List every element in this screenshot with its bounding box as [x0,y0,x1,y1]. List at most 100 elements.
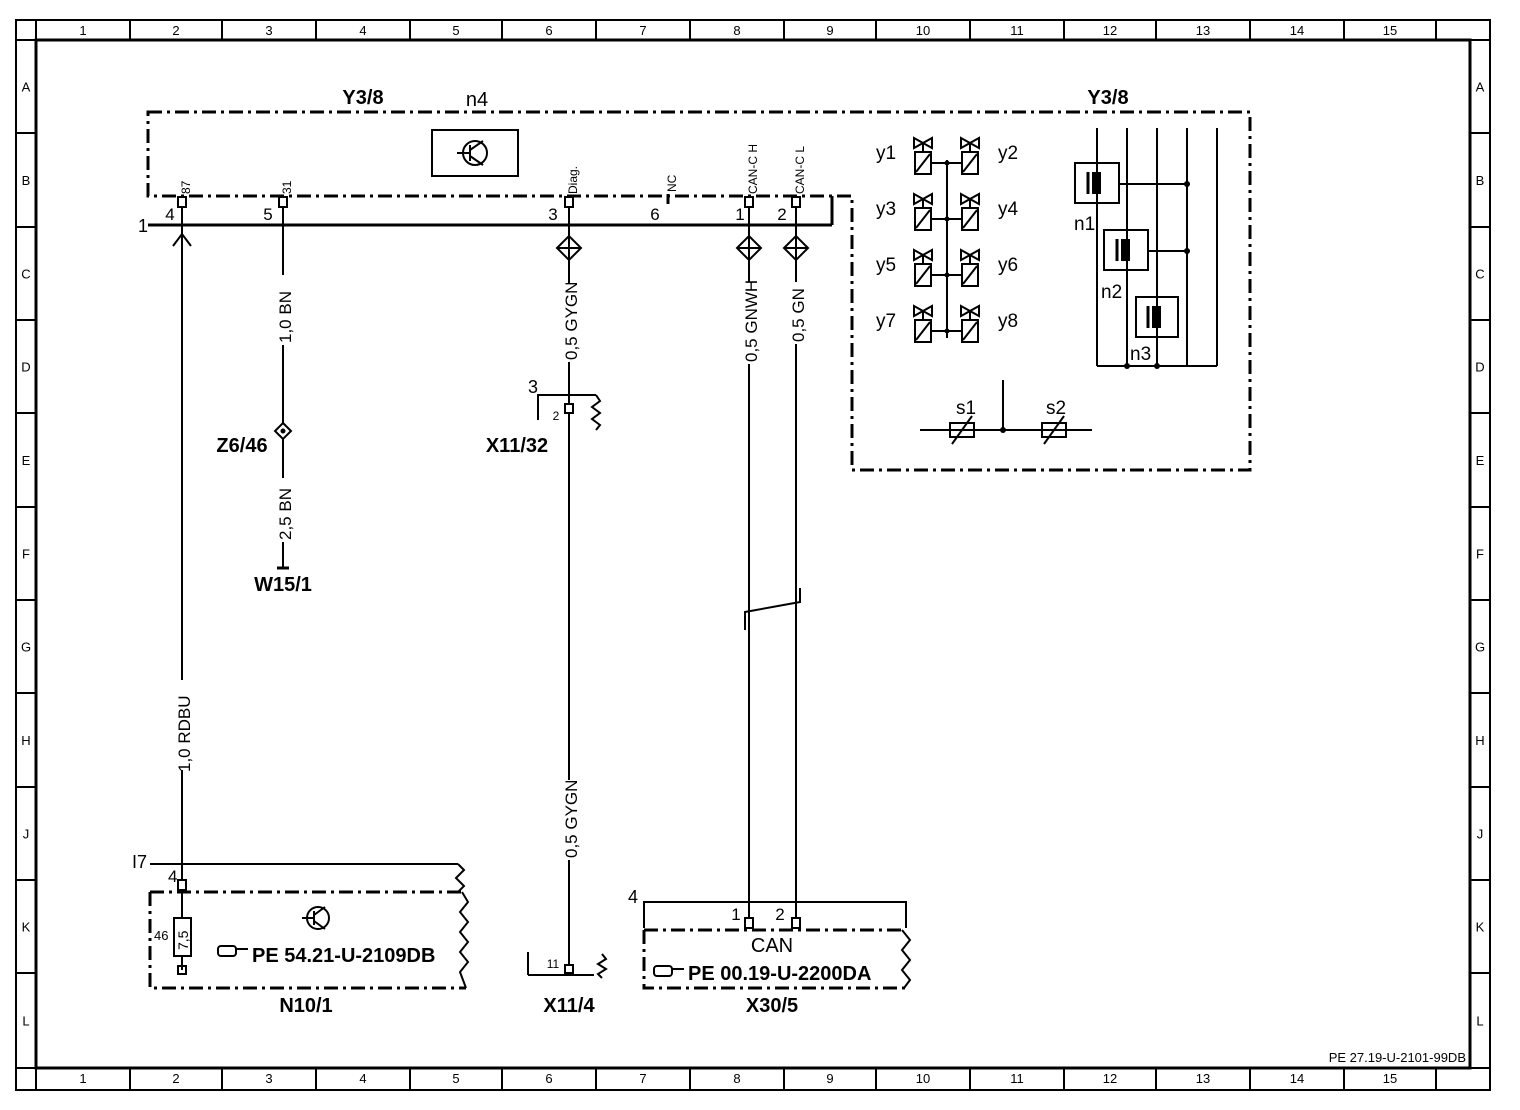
pin-name: Diag. [566,166,580,194]
row-letter: J [23,827,30,842]
wire-label: 0,5 GYGN [562,780,581,858]
column-number: 4 [359,1071,366,1086]
row-letter: H [1475,733,1484,748]
solenoid-valve: y4 [944,192,1019,231]
wire-rdbu: 1,0 RDBU [172,225,194,880]
splice-label: Z6/46 [216,435,267,457]
solenoid-valve: y7 [876,304,947,343]
pin-nc: 6 NC [650,174,679,224]
module-label: N10/1 [279,995,332,1017]
valve-label: y2 [998,143,1018,164]
column-number: 2 [172,1071,179,1086]
connector-label: X30/5 [746,995,798,1017]
pin-name: 31 [280,180,294,194]
column-number: 6 [545,23,552,38]
row-letter: L [22,1014,29,1029]
column-number: 1 [79,23,86,38]
column-number: 10 [916,23,930,38]
pin-87: 4 87 [165,180,193,225]
pin-number: 3 [548,205,557,224]
connector-label: X11/32 [486,435,548,457]
pin-number: 2 [777,205,786,224]
column-number: 12 [1103,23,1117,38]
fuse-number: 46 [154,928,168,943]
row-letter: G [21,640,31,655]
sensor-label: n3 [1130,344,1151,365]
pin-can-c-l: 2 CAN-C L [777,146,807,225]
pin-number: 1 [735,205,744,224]
wire-label: 1,0 BN [276,291,295,343]
pin-number: 2 [553,409,560,423]
column-number: 14 [1290,23,1304,38]
fuse: 7,5 46 [154,917,192,957]
pin-diag: 3 Diag. [548,166,580,225]
pin-name: NC [665,174,679,192]
valve-label: y6 [998,255,1018,276]
column-number: 15 [1383,23,1397,38]
pin-number: 5 [263,205,272,224]
sensor-n3: n3 [1124,296,1179,369]
wire-can-h: 0,5 GNWH [735,225,763,918]
sensor-label: n2 [1101,282,1122,303]
row-letter: A [22,80,31,95]
column-number: 15 [1383,1071,1397,1086]
column-number: 11 [1010,1071,1024,1086]
connector-label: X11/4 [543,995,595,1017]
valve-label: y3 [876,199,896,220]
bus-label: CAN [751,935,793,957]
column-number: 1 [79,1071,86,1086]
column-number: 6 [545,1071,552,1086]
reference-link[interactable]: PE 54.21-U-2109DB [252,945,435,967]
solenoid-valve: y5 [876,248,947,287]
column-number: 13 [1196,23,1210,38]
valve-label: y4 [998,199,1019,220]
row-letter: B [22,173,31,188]
connector-number: 3 [528,377,538,397]
column-number: 9 [826,1071,833,1086]
column-number: 3 [265,1071,272,1086]
valve-label: y1 [876,143,896,164]
y3-8-module: Y3/8 n4 Y3/8 1 4 87 5 31 3 D [138,87,1252,472]
pin-31: 5 31 [263,180,294,225]
column-number: 10 [916,1071,930,1086]
wire-can-l: 0,5 GN [782,225,810,918]
switch-s1: s1 [949,398,976,445]
connector-x11-32: 3 2 X11/32 [486,377,602,457]
column-number: 13 [1196,1071,1210,1086]
row-letter: J [1477,827,1484,842]
row-letter: E [22,453,31,468]
sensor-n2: n2 [1101,229,1190,303]
switch-s2: s2 [1041,398,1067,445]
row-letter: F [22,547,30,562]
pointing-hand-icon [653,965,684,977]
pointing-hand-icon [217,945,248,957]
ground-w15-1-label: W15/1 [254,574,312,596]
valve-label: y8 [998,311,1018,332]
column-number: 7 [639,23,646,38]
solenoid-valve: y3 [876,192,947,231]
solenoid-valve: y1 [876,136,947,175]
valve-label: y7 [876,311,896,332]
pin-number: 1 [731,905,740,924]
module-n10-1: I7 4 7,5 46 PE 54.21-U-2109DB N10/1 [132,852,470,1017]
reference-link[interactable]: PE 00.19-U-2200DA [688,963,871,985]
column-number: 12 [1103,1071,1117,1086]
column-number: 11 [1010,23,1024,38]
wire-label: 2,5 BN [276,488,295,540]
transistor-icon [302,906,330,930]
column-number: 8 [733,1071,740,1086]
row-letter: C [1475,267,1484,282]
pin-number: 6 [650,205,659,224]
pin-number: 4 [165,205,174,224]
row-letter: G [1475,640,1485,655]
wire-gygn: 0,5 GYGN 3 2 X11/32 0,5 GYGN 11 X11/4 [486,225,608,1017]
row-letter: L [1476,1014,1483,1029]
row-letter: A [1476,80,1485,95]
transistor-icon [457,140,488,166]
row-letter: K [1476,920,1485,935]
switch-label: s2 [1046,398,1066,419]
